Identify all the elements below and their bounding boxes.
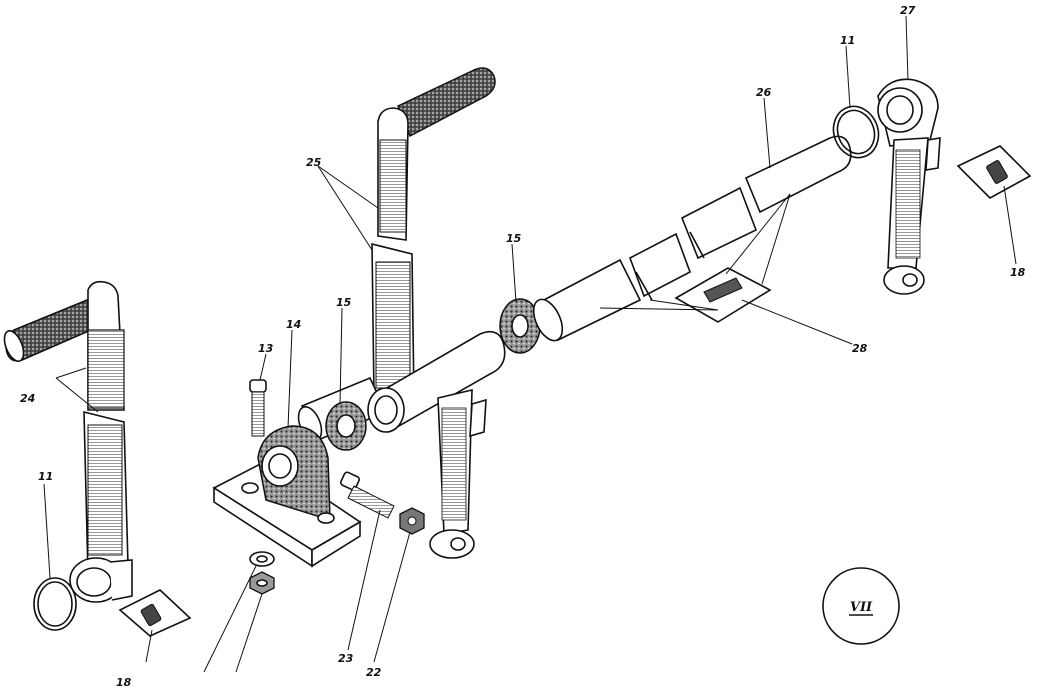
center-handle-grip [397,67,496,138]
left-set-screw-inset [118,589,192,637]
sheet-number-circle: VII [822,567,900,645]
label-23: 23 [338,652,354,665]
label-27: 27 [900,4,916,17]
right-snap-ring [832,105,880,159]
right-set-screw-inset [956,145,1032,199]
nut-22 [399,507,425,535]
left-bearing [325,401,367,451]
label-15-left: 15 [336,296,352,309]
right-bearing [499,298,541,354]
housing-pedal-arm [429,388,487,559]
right-crank-arm [877,78,941,295]
left-crank-lower-arm [69,410,133,603]
label-13: 13 [258,342,274,355]
label-25: 25 [306,156,322,169]
left-snap-ring [33,577,77,631]
main-tube-housing [367,330,506,433]
label-15-right: 15 [506,232,522,245]
sheet-number: VII [850,600,873,615]
label-11-right: 11 [840,34,855,47]
label-18-left: 18 [116,676,132,689]
center-crank-upper-arm [377,107,409,241]
label-14: 14 [286,318,301,331]
label-28: 28 [852,342,868,355]
washer-and-nut-pair [249,551,275,595]
label-26: 26 [756,86,772,99]
leader-lines [43,15,1017,673]
label-18-right: 18 [1010,266,1026,279]
label-24: 24 [20,392,35,405]
label-22: 22 [366,666,382,679]
bolt-13 [249,379,267,437]
bolt-23 [339,471,395,519]
center-crank-lower-arm [371,242,415,401]
label-11-left: 11 [38,470,53,483]
left-crank-upper-arm [87,280,125,411]
key-inset [674,267,772,323]
pillow-block-bearing [212,425,362,568]
spline-shaft [532,135,852,342]
